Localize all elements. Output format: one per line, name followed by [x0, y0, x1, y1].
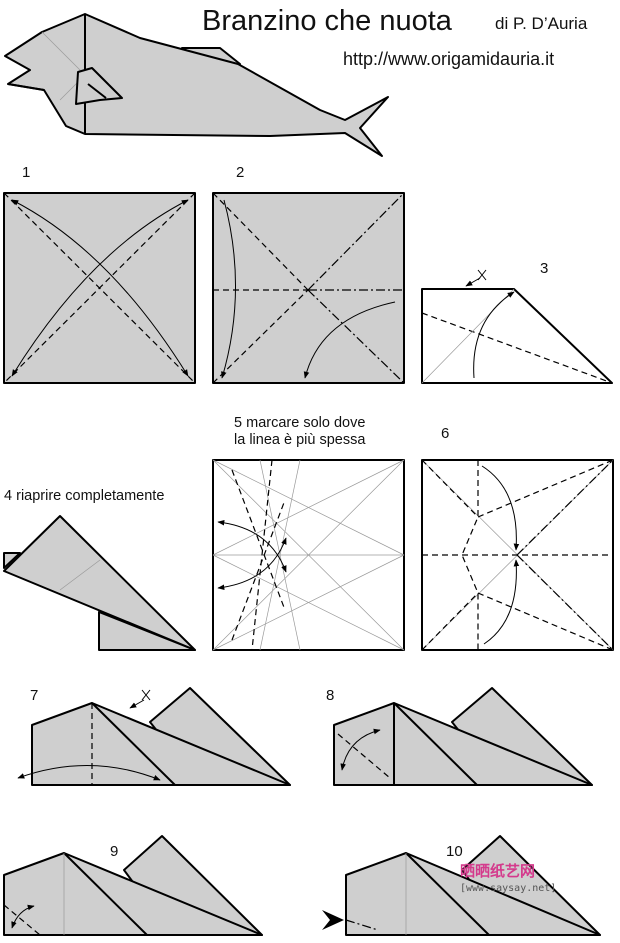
pectoral-fin — [75, 67, 123, 105]
step-number: 7 — [30, 687, 38, 704]
step-number: 10 — [446, 843, 463, 860]
step-number: 1 — [22, 164, 30, 181]
author-credit: di P. D’Auria — [495, 14, 588, 33]
step-3: 3 — [421, 260, 613, 384]
step-2: 2 — [212, 164, 405, 384]
step-number: 9 — [110, 843, 118, 860]
step-caption-line2: la linea è più spessa — [234, 432, 366, 448]
step-number: 2 — [236, 164, 244, 181]
step-10: 10 — [322, 835, 601, 936]
watermark: 晒晒纸艺网 [www.saysay.net] — [460, 862, 556, 894]
step-7: 7 — [17, 687, 291, 786]
step-4: 4 riaprire completamente — [3, 488, 196, 651]
folded-paper — [3, 515, 196, 651]
folded-paper — [31, 702, 291, 786]
step-number: 6 — [441, 425, 449, 442]
fish-body — [4, 13, 389, 157]
watermark-chinese: 晒晒纸艺网 — [460, 862, 535, 880]
step-caption-line1: 5 marcare solo dove — [234, 415, 365, 431]
step-8: 8 — [326, 687, 593, 786]
step-6: 6 — [421, 425, 614, 651]
step-1: 1 — [3, 164, 196, 384]
step-9: 9 — [3, 835, 263, 936]
website-url[interactable]: http://www.origamidauria.it — [343, 49, 554, 69]
folded-paper — [345, 852, 601, 936]
watermark-url: [www.saysay.net] — [460, 883, 556, 894]
step-caption: 4 riaprire completamente — [4, 488, 164, 504]
folded-paper — [333, 702, 593, 786]
step-5: 5 marcare solo dove la linea è più spess… — [212, 415, 405, 651]
step-number: 3 — [540, 260, 548, 277]
folded-paper — [421, 288, 613, 384]
finished-fish-illustration — [4, 13, 389, 157]
diagram-title: Branzino che nuota — [202, 5, 453, 37]
folded-tip — [3, 552, 21, 569]
step-number: 8 — [326, 687, 334, 704]
folded-paper — [3, 852, 263, 936]
header: Branzino che nuota di P. D’Auria http://… — [202, 5, 588, 69]
push-arrow-icon — [322, 910, 344, 930]
